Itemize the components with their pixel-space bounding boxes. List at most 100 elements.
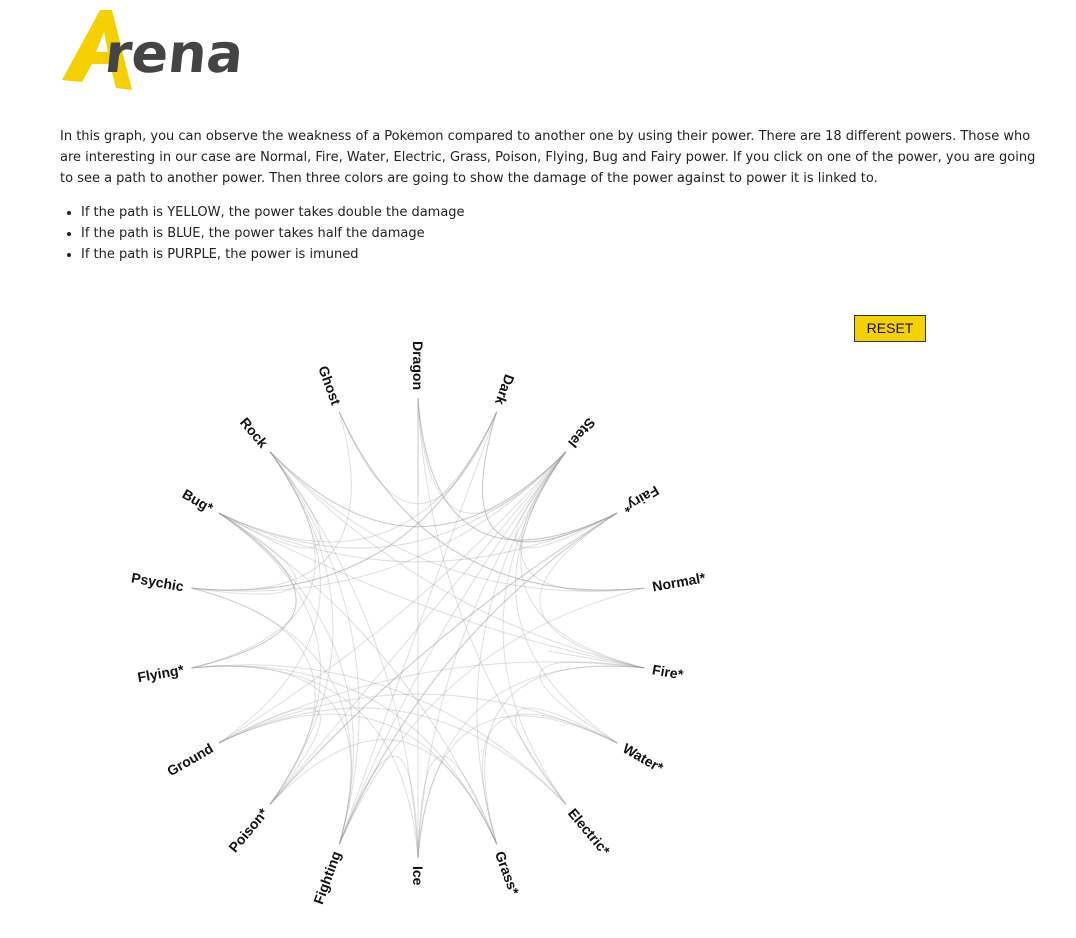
graph-link [520,451,645,669]
graph-link [417,451,567,859]
node-label[interactable]: Ground [164,740,216,779]
node-label[interactable]: Grass* [492,849,523,897]
graph-link [269,451,567,805]
graph-link [520,451,645,592]
graph-link [515,707,618,805]
power-chord-graph: Normal* Fire* Water*Electric* Grass* Ice Figh… [130,341,707,906]
graph-link [269,451,567,528]
graph-link [191,411,498,591]
graph-link [502,451,567,805]
node-label[interactable]: Ice [410,866,426,886]
graph-link [269,512,618,805]
node-label[interactable]: Dark [492,372,518,407]
node-label[interactable]: Rock [237,414,271,451]
intro-paragraph: In this graph, you can observe the weakn… [60,129,1036,186]
node-label[interactable]: Normal* [651,569,707,594]
graph-link [338,451,567,845]
graph-link [218,512,354,845]
graph-link [191,665,498,845]
rule-purple: If the path is PURPLE, the power is imun… [81,244,465,265]
graph-link [482,411,618,543]
graph-link [484,665,645,845]
graph-link [417,755,498,859]
node-label[interactable]: Fighting [310,849,344,906]
graph-link [191,512,297,669]
graph-link [191,411,498,591]
graph-link [218,661,645,744]
node-label[interactable]: Dragon [410,341,426,390]
graph-link [218,512,618,563]
graph-link [269,451,645,592]
graph-link [548,650,645,669]
node-label[interactable]: Ghost [315,364,344,408]
graph-link [218,693,618,744]
graph-link [338,411,498,845]
graph-link [269,512,618,805]
graph-link [218,411,498,543]
graph-link [338,512,618,845]
logo-lettering: rena [102,22,247,85]
graph-link [191,451,567,592]
graph-link [269,451,360,845]
graph-link [417,397,618,541]
graph-link [515,451,618,549]
graph-link [269,739,498,845]
graph-link [191,411,352,591]
graph-link [191,665,352,845]
graph-link [191,451,316,669]
node-label[interactable]: Psychic [130,570,185,595]
graph-link [191,664,567,805]
graph-link [338,587,645,845]
graph-link [218,451,567,549]
arena-logo-graphic: rena [62,10,247,90]
graph-link [191,665,419,859]
rule-blue: If the path is BLUE, the power takes hal… [81,223,465,244]
graph-link [482,713,618,845]
graph-link [515,451,618,744]
graph-link [218,451,321,549]
node-label[interactable]: Bug* [180,486,217,516]
node-label[interactable]: Fire* [651,661,685,682]
graph-nodes: Normal* Fire* Water*Electric* Grass* Ice Figh… [130,341,707,906]
graph-link [269,451,419,859]
graph-link [269,451,645,669]
reset-button[interactable]: RESET [854,315,926,342]
node-label[interactable]: Electric* [565,805,614,859]
graph-link [269,451,567,528]
graph-link [482,411,618,543]
graph-link [417,665,645,859]
graph-link [417,715,618,859]
graph-link [191,512,297,669]
rule-yellow: If the path is YELLOW, the power takes d… [81,202,465,223]
graph-link [338,755,419,859]
graph-link [218,512,321,805]
node-label[interactable]: Fairy* [620,483,662,517]
graph-link [218,451,567,744]
graph-link [417,397,618,541]
graph-link [191,587,352,845]
node-label[interactable]: Water* [620,740,666,776]
graph-link [338,411,645,591]
graph-link [218,512,498,845]
graph-link [539,512,645,669]
graph-link [417,397,567,805]
node-label[interactable]: Flying* [136,661,185,685]
rules-list: If the path is YELLOW, the power takes d… [60,202,465,265]
graph-link [417,397,567,514]
graph-link [338,411,645,591]
graph-link [218,451,321,744]
graph-link [338,512,618,845]
graph-link [539,661,645,744]
graph-link [218,707,567,805]
graph-link [218,512,645,669]
graph-link [218,707,321,805]
graph-link [476,451,567,845]
arena-logo: rena [60,8,270,94]
node-label[interactable]: Steel [565,415,599,451]
node-label[interactable]: Poison* [225,805,271,856]
graph-link [269,451,334,805]
graph-link [338,411,498,505]
graph-link [218,713,498,845]
graph-links [191,397,645,859]
graph-link [191,587,316,805]
